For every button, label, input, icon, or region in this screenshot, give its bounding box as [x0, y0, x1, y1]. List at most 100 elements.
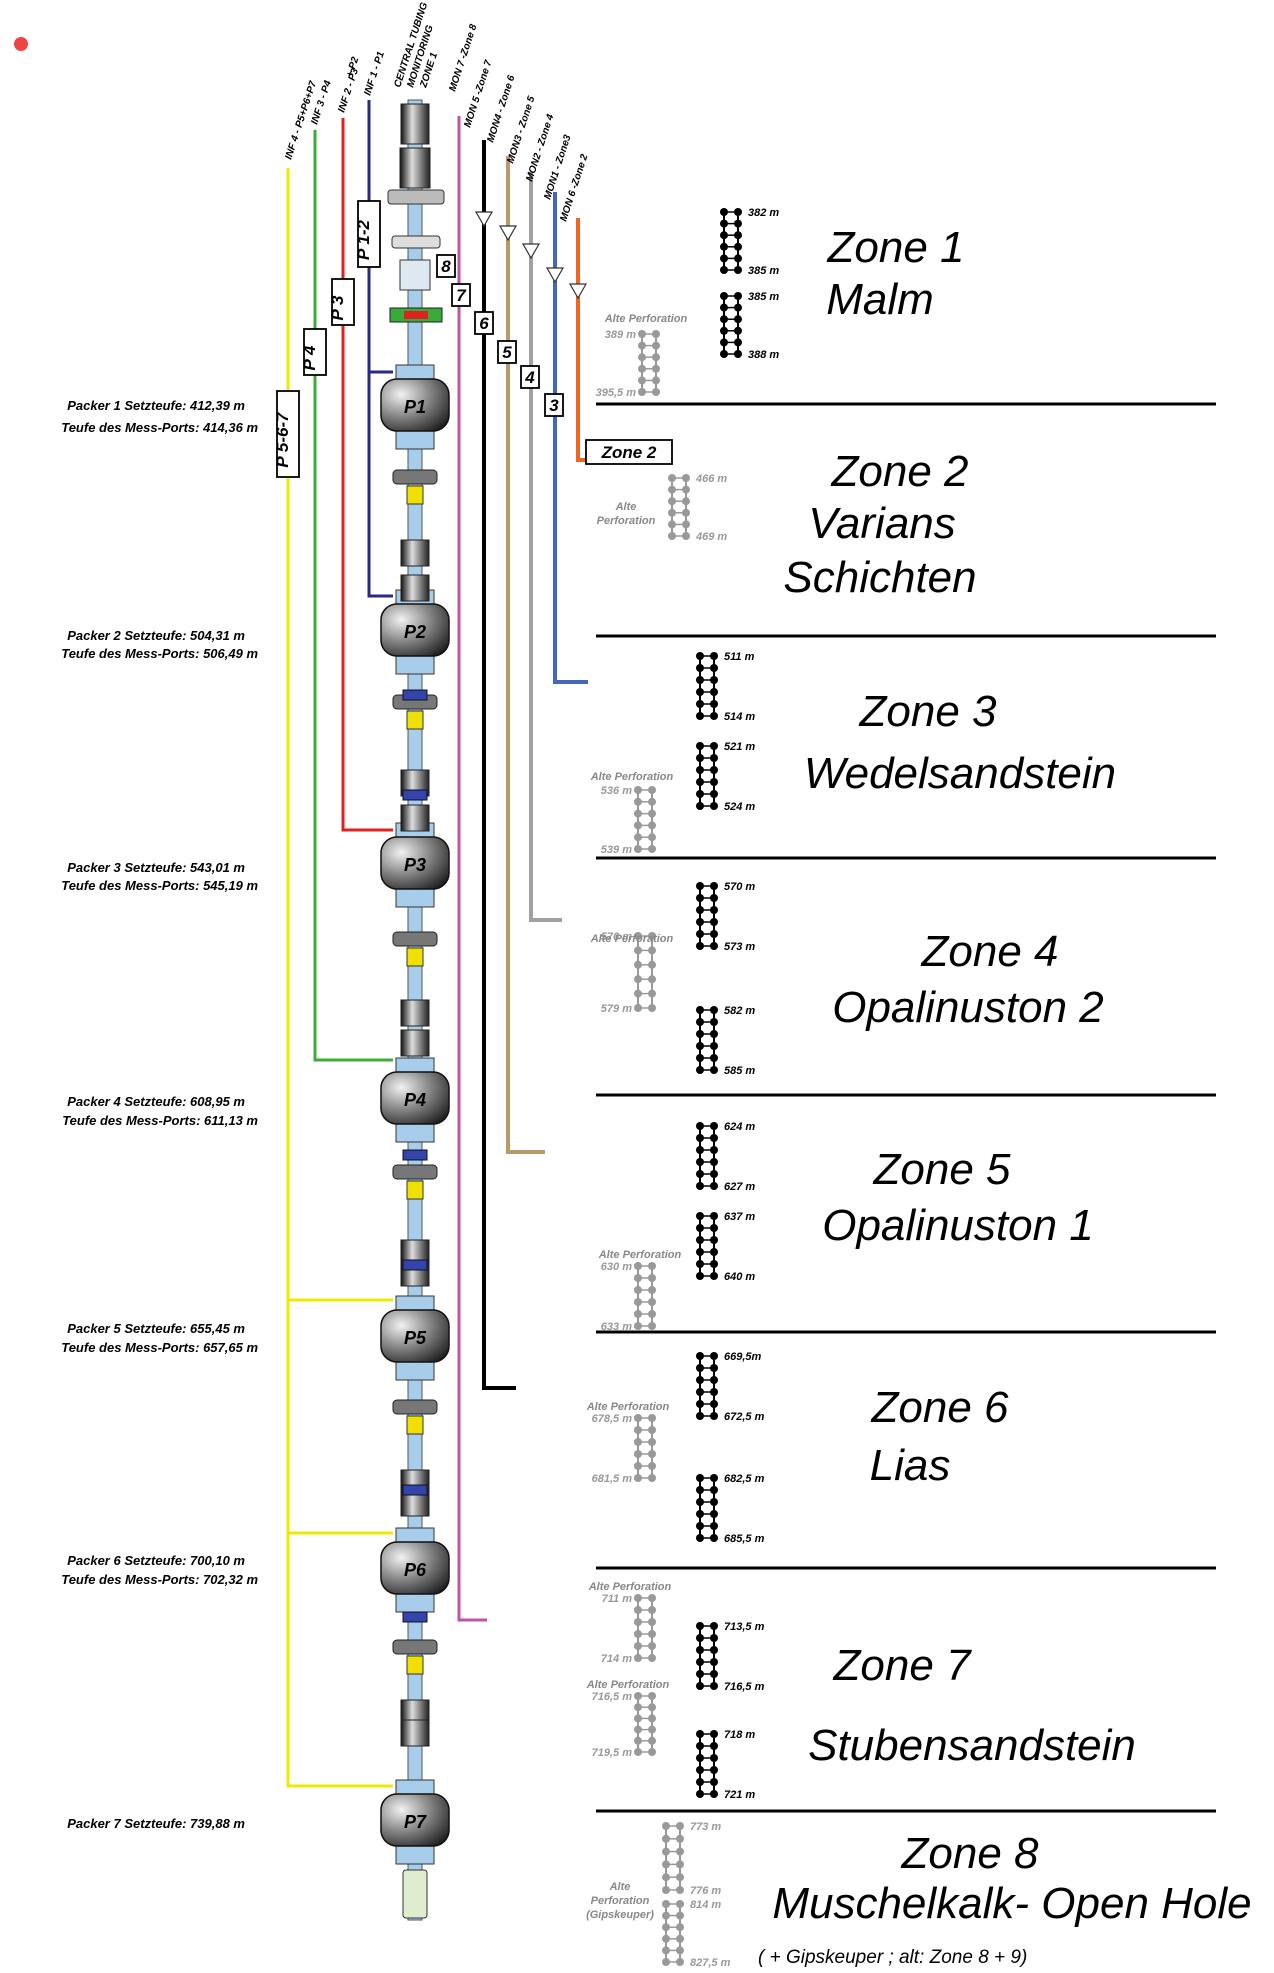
perforation-shot — [710, 1224, 718, 1232]
perforation-shot — [710, 754, 718, 762]
perforation-shot — [720, 326, 728, 335]
perforation-shot — [676, 1900, 684, 1908]
perforation-shot — [634, 1725, 642, 1734]
old-perforation-label: Alte Perforation — [604, 313, 688, 325]
perforation-shot — [682, 497, 690, 506]
red-insert — [404, 311, 428, 319]
old-perforation-label: Alte — [609, 1881, 631, 1893]
tag-p5-6-7: P 5-6-7 — [273, 390, 300, 478]
packer-element — [380, 378, 450, 432]
perforation-shot — [696, 712, 704, 720]
perforation-shot — [696, 664, 704, 672]
perforation-shot — [668, 520, 676, 529]
perforation-shot — [710, 1778, 718, 1786]
perforation-shot — [720, 338, 728, 347]
zone-formation: Malm — [826, 275, 934, 324]
perforation-shot — [634, 821, 642, 830]
perforation-bottom-depth: 573 m — [724, 941, 755, 953]
perforation-shot — [634, 1692, 642, 1700]
perforation-shot — [696, 1030, 704, 1038]
perforation-shot — [710, 1634, 718, 1642]
perforation-shot — [662, 1822, 670, 1830]
zone-formation: Stubensandstein — [808, 1721, 1136, 1770]
perforation-shot — [710, 1670, 718, 1678]
perforation-shot — [634, 797, 642, 806]
perforation-shot — [696, 1534, 704, 1542]
check-valve-icon — [521, 243, 541, 260]
blue-coupling — [402, 689, 428, 701]
perforation-shot — [648, 1414, 656, 1422]
packer-port-depth: Teufe des Mess-Ports: 702,32 m — [61, 1572, 258, 1587]
perforation-shot — [710, 1134, 718, 1142]
check-valve-icon — [474, 211, 494, 228]
perforation-bottom-depth: 524 m — [724, 801, 755, 813]
perforation-top-depth: 682,5 m — [724, 1473, 765, 1485]
perforation-shot — [710, 1754, 718, 1762]
yellow-collar — [406, 485, 424, 505]
perforation-shot — [634, 1274, 642, 1282]
perforation-shot — [634, 946, 642, 955]
perforation-top-depth: 389 m — [605, 329, 636, 341]
old-perforation-label: Perforation — [597, 515, 656, 527]
perforation-shot — [648, 1438, 656, 1446]
perforation-shot — [634, 1474, 642, 1482]
tag-box — [276, 390, 300, 478]
tag-mon-6: 6 — [474, 311, 494, 335]
perforation-shot — [734, 219, 742, 228]
packer-label: P4 — [404, 1090, 426, 1110]
zone-name: Zone 6 — [871, 1383, 1010, 1432]
perforation-shot — [648, 1642, 656, 1650]
perforation-shot — [648, 1748, 656, 1756]
perforation-shot — [710, 802, 718, 810]
perforation-shot — [710, 1364, 718, 1372]
tag-mon-5: 5 — [497, 340, 517, 364]
blue-coupling — [402, 789, 428, 801]
perforation-shot — [696, 754, 704, 762]
centralizer — [392, 469, 438, 485]
flange-2 — [391, 235, 441, 249]
perforation-shot — [710, 688, 718, 696]
perforation-shot — [720, 350, 728, 358]
packer-setting-depth: Packer 6 Setzteufe: 700,10 m — [67, 1553, 245, 1568]
perforation-shot — [634, 960, 642, 969]
old-perforation-label: Alte Perforation — [586, 1401, 670, 1413]
perforation-shot — [648, 1736, 656, 1745]
perforation-shot — [634, 1426, 642, 1434]
perforation-shot — [696, 1272, 704, 1280]
zone-8-note: ( + Gipskeuper ; alt: Zone 8 + 9) — [758, 1947, 1027, 1968]
check-valve-icon — [568, 283, 588, 300]
perforation-shot — [668, 485, 676, 494]
perforation-bottom-depth: 469 m — [695, 531, 727, 543]
perforation-shot — [648, 1618, 656, 1626]
old-perforation-label: Alte Perforation — [590, 933, 674, 945]
perforation-shot — [648, 1703, 656, 1712]
perforation-shot — [634, 1322, 642, 1330]
perforation-top-depth: 624 m — [724, 1121, 755, 1133]
perforation-shot — [634, 1462, 642, 1470]
perforation-shot — [720, 231, 728, 240]
perforation-shot — [634, 1630, 642, 1638]
perforation-shot — [662, 1847, 670, 1856]
perforation-shot — [662, 1946, 670, 1955]
perforation-shot — [696, 1486, 704, 1494]
perforation-shot — [720, 208, 728, 216]
perforation-shot — [648, 989, 656, 998]
perforation-bottom-depth: 719,5 m — [592, 1747, 633, 1759]
packer-setting-depth: Packer 4 Setzteufe: 608,95 m — [67, 1094, 245, 1109]
perforation-shot — [734, 208, 742, 216]
perforation-shot — [696, 1754, 704, 1762]
joint — [400, 999, 430, 1027]
old-perforation-label: (Gipskeuper) — [586, 1909, 654, 1921]
perforation-shot — [676, 1923, 684, 1932]
perforation-shot — [648, 821, 656, 830]
blue-coupling — [402, 1149, 428, 1161]
perforation-shot — [710, 1388, 718, 1396]
perforation-bottom-depth: 385 m — [748, 265, 779, 277]
perforation-shot — [696, 1388, 704, 1396]
perforation-shot — [668, 508, 676, 517]
packer-setting-depth: Packer 3 Setzteufe: 543,01 m — [67, 860, 245, 875]
perforation-shot — [696, 1412, 704, 1420]
mon6-line — [576, 218, 590, 462]
perforation-shot — [634, 1298, 642, 1306]
